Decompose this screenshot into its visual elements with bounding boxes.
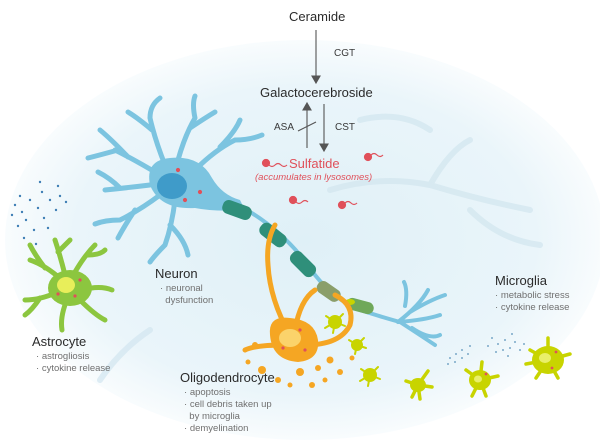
microglia-small bbox=[359, 366, 381, 387]
label-astrocyte: Astrocyte bbox=[32, 334, 87, 349]
effect-item: · cytokine release bbox=[36, 363, 111, 374]
effect-item: · apoptosis bbox=[184, 387, 231, 398]
label-sulfatide-note: (accumulates in lysosomes) bbox=[255, 172, 373, 183]
oligodendrocyte-cell bbox=[242, 222, 355, 388]
label-sulfatide: Sulfatide bbox=[289, 156, 340, 171]
axon-terminal bbox=[396, 280, 447, 347]
arrowhead-asa bbox=[302, 101, 312, 111]
myelin-segment bbox=[289, 250, 317, 278]
pathway-arrows bbox=[297, 30, 329, 153]
effect-item: · demyelination bbox=[184, 423, 249, 434]
oligodendrocyte-debris bbox=[245, 342, 355, 388]
effect-item: by microglia bbox=[189, 411, 240, 422]
neuron-dendrites bbox=[85, 93, 265, 265]
arrowhead-cgt bbox=[311, 75, 321, 85]
sulfatide-tail bbox=[370, 152, 384, 158]
microglia-effects: · metabolic stress · cytokine release bbox=[495, 290, 569, 314]
sulfatide-molecule bbox=[261, 158, 271, 168]
label-neuron: Neuron bbox=[155, 266, 198, 281]
sulfatide-molecule bbox=[288, 195, 298, 205]
sulfatide-tail bbox=[268, 162, 288, 168]
microglia-small bbox=[348, 337, 367, 355]
neuron-sulfatide-marks bbox=[175, 167, 203, 203]
label-ceramide: Ceramide bbox=[289, 9, 346, 24]
label-cst: CST bbox=[335, 122, 355, 133]
neuron-nucleus bbox=[157, 173, 187, 199]
label-asa: ASA bbox=[274, 122, 295, 133]
sulfatide-tail bbox=[295, 199, 309, 205]
microglia-cluster bbox=[404, 333, 572, 401]
astrocyte-cell bbox=[10, 180, 115, 333]
label-microglia: Microglia bbox=[495, 273, 548, 288]
microglia-small bbox=[324, 313, 346, 334]
effect-item: dysfunction bbox=[165, 295, 214, 306]
sulfatide-molecule bbox=[363, 152, 373, 162]
sulfatide-tail bbox=[344, 200, 358, 206]
microglia-cytokine-dots bbox=[447, 333, 525, 365]
effect-item: · cell debris taken up bbox=[184, 399, 272, 410]
asa-inhibition-mark bbox=[297, 121, 317, 132]
oligodendrocyte-effects: · apoptosis · cell debris taken up by mi… bbox=[184, 387, 272, 435]
arrowhead-cst bbox=[319, 143, 329, 153]
effect-item: · cytokine release bbox=[495, 302, 570, 313]
label-cgt: CGT bbox=[334, 48, 356, 59]
astrocyte-cytokine-dots bbox=[10, 180, 68, 246]
neuron-effects: · neuronal dysfunction bbox=[160, 283, 213, 307]
effect-item: · metabolic stress bbox=[495, 290, 570, 301]
label-oligodendrocyte: Oligodendrocyte bbox=[180, 370, 275, 385]
label-galactocerebroside: Galactocerebroside bbox=[260, 85, 373, 100]
sulfatide-molecules bbox=[261, 152, 384, 210]
myelin-segment bbox=[222, 199, 252, 221]
astrocyte-effects: · astrogliosis · cytokine release bbox=[36, 351, 110, 375]
effect-item: · astrogliosis bbox=[36, 351, 90, 362]
effect-item: · neuronal bbox=[160, 283, 203, 294]
small-microglia bbox=[324, 313, 381, 387]
faint-background-neurons bbox=[97, 113, 543, 383]
sulfatide-molecule bbox=[337, 200, 347, 210]
